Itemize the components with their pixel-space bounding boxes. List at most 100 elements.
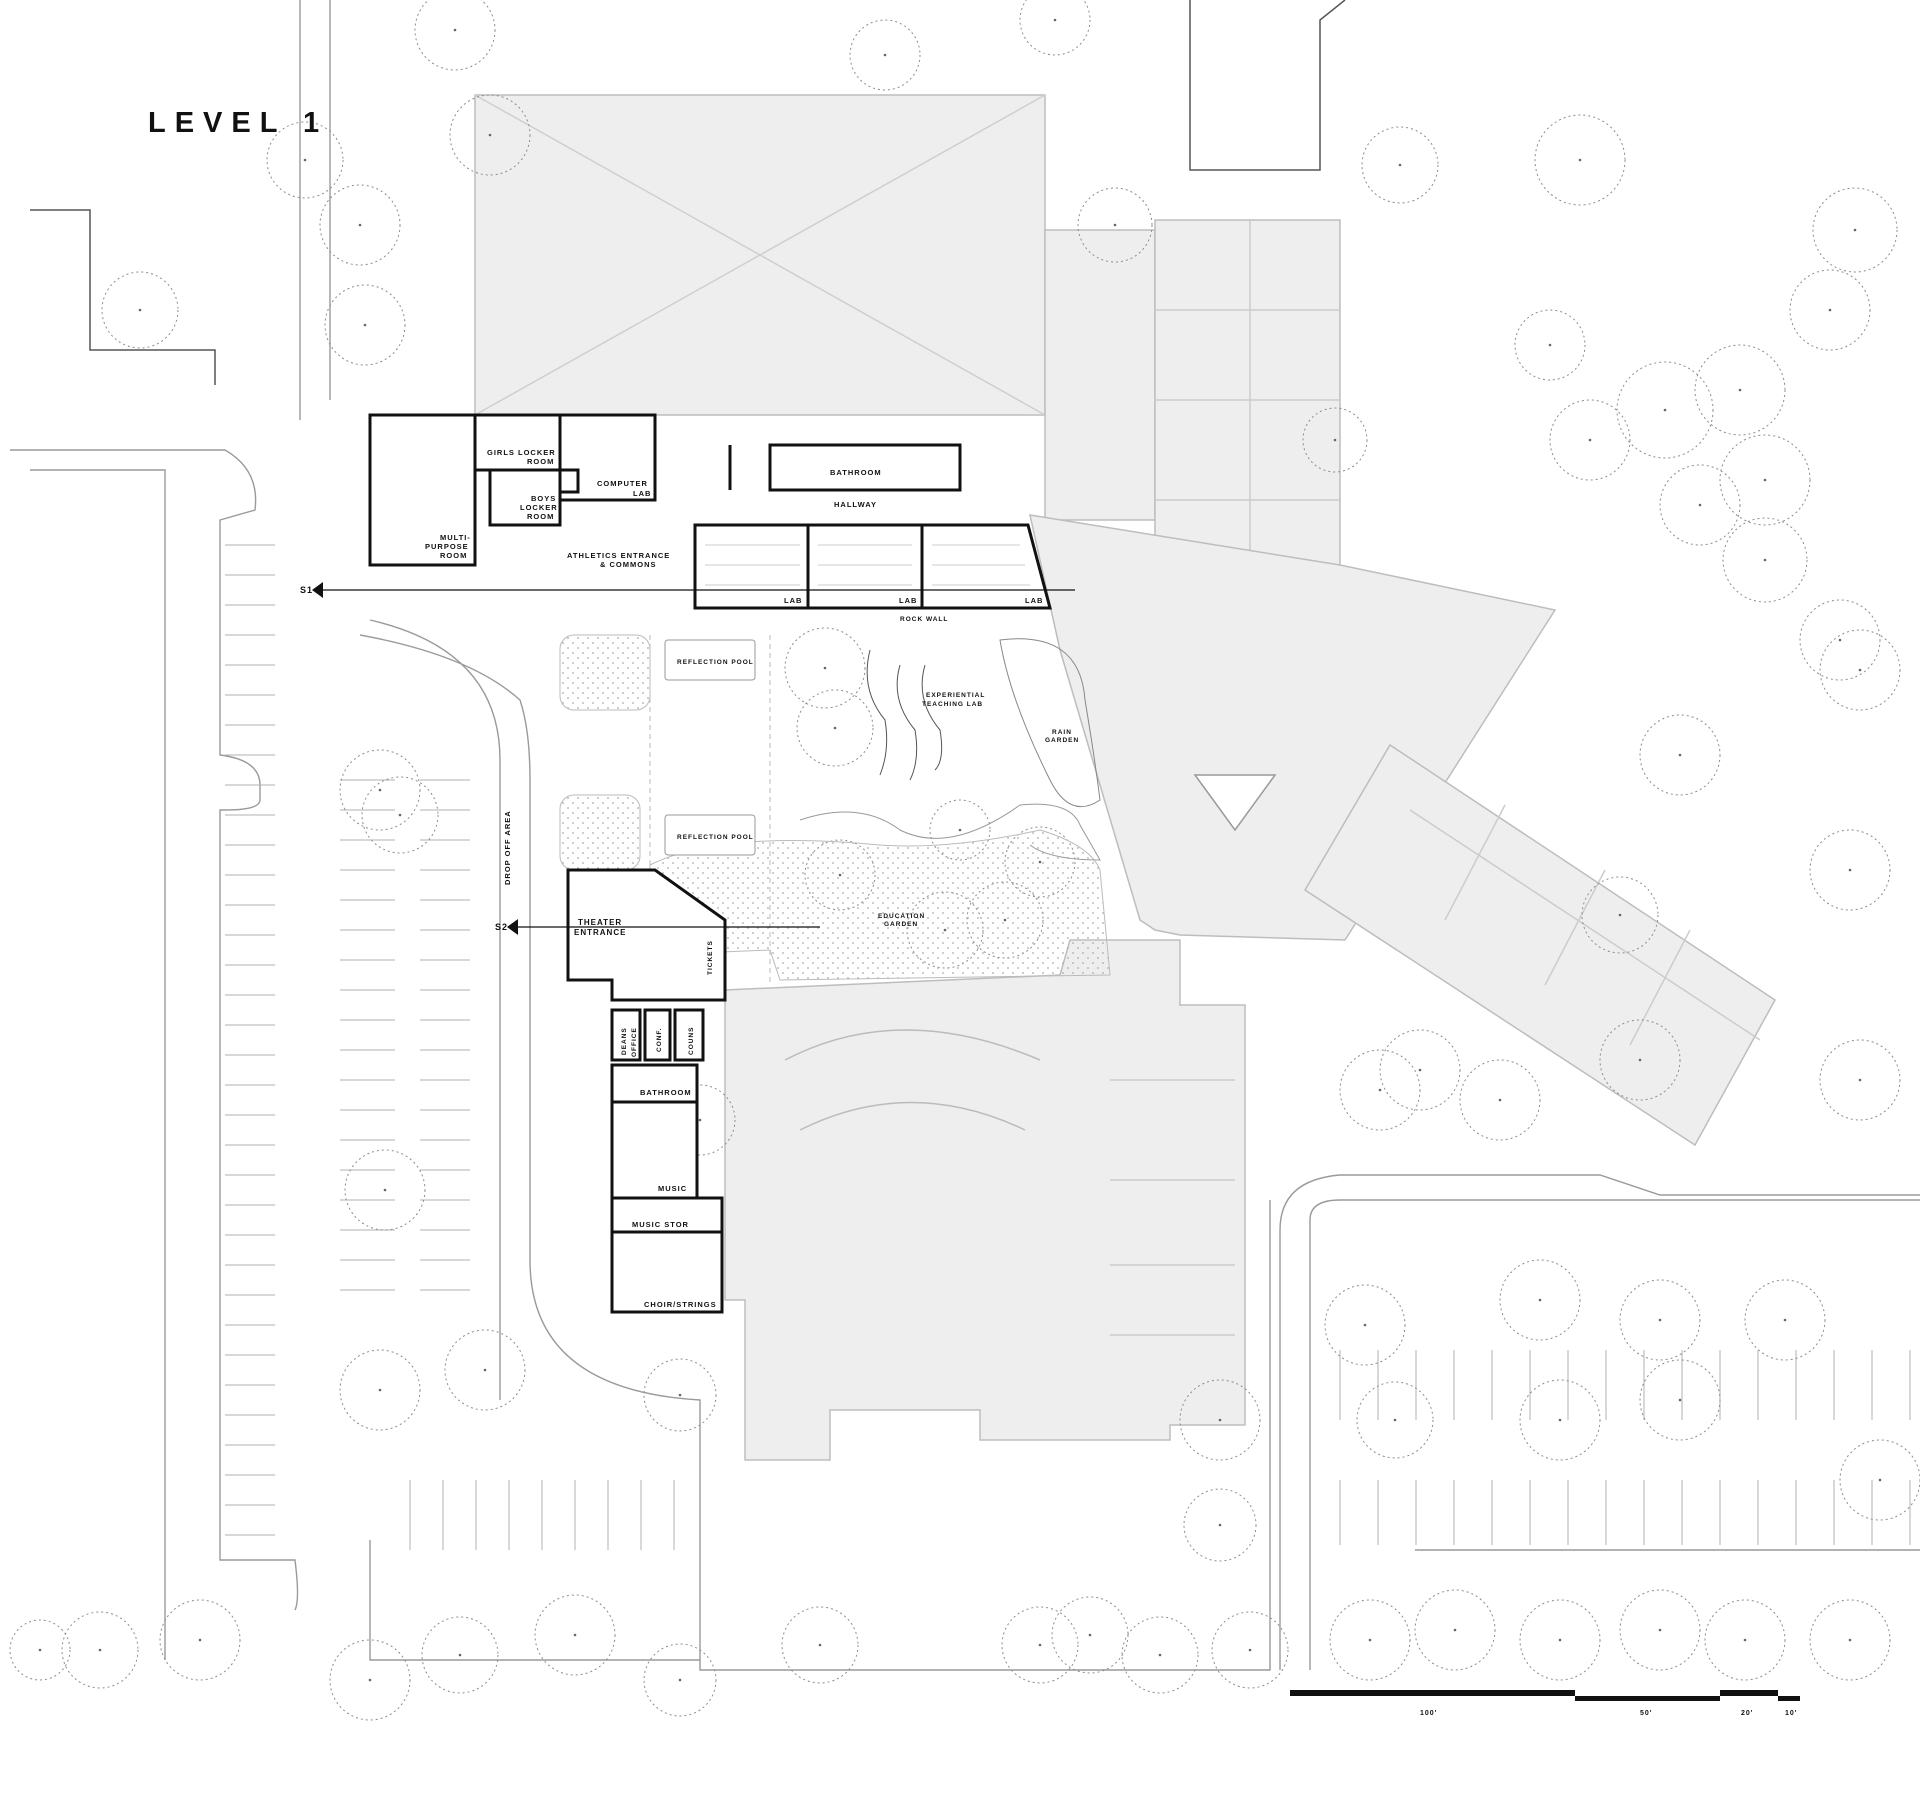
- tree-canopy-icon: [1211, 1611, 1289, 1689]
- tree-canopy-icon: [1819, 629, 1901, 711]
- tree-trunk-icon: [1558, 1638, 1562, 1642]
- tree-trunk-icon: [678, 1678, 682, 1682]
- tree-canopy-icon: [1329, 1599, 1411, 1681]
- experiential-label-2: TEACHING LAB: [922, 701, 983, 708]
- experiential-label-1: EXPERIENTIAL: [926, 692, 985, 699]
- tree-trunk-icon: [1158, 1653, 1162, 1657]
- tree-canopy-icon: [1744, 1279, 1826, 1361]
- scale-label-100: 100': [1420, 1710, 1437, 1717]
- tree-canopy-icon: [1812, 187, 1898, 273]
- tree-canopy-icon: [319, 184, 401, 266]
- tree-canopy-icon: [329, 1639, 411, 1721]
- rock-wall-label: ROCK WALL: [900, 616, 948, 623]
- multipurpose-room: [368, 413, 477, 567]
- education-garden-label-1: EDUCATION: [878, 913, 925, 920]
- tree-trunk-icon: [483, 1368, 487, 1372]
- tree-canopy-icon: [344, 1149, 426, 1231]
- tree-canopy-icon: [1414, 1589, 1496, 1671]
- bathroom-low-room: [610, 1063, 699, 1104]
- boys-locker-room: [488, 468, 562, 527]
- tree-trunk-icon: [1418, 1068, 1422, 1072]
- courtyard: [559, 634, 1111, 985]
- couns-label: COUNS: [688, 1027, 695, 1055]
- tree-trunk-icon: [1558, 1418, 1562, 1422]
- tree-canopy-icon: [9, 1619, 71, 1681]
- tree-canopy-icon: [1789, 269, 1871, 351]
- tree-trunk-icon: [833, 726, 837, 730]
- tree-canopy-icon: [1379, 1029, 1461, 1111]
- tree-canopy-icon: [1719, 434, 1811, 526]
- tree-trunk-icon: [383, 1188, 387, 1192]
- conf-label: CONF.: [656, 1028, 663, 1053]
- tree-trunk-icon: [398, 813, 402, 817]
- tickets-label: TICKETS: [707, 940, 714, 975]
- choir-strings-room: [610, 1230, 724, 1314]
- elevator: [558, 468, 580, 494]
- tree-trunk-icon: [1453, 1628, 1457, 1632]
- boys-locker-label-3: ROOM: [527, 512, 554, 521]
- tree-trunk-icon: [1743, 1638, 1747, 1642]
- music-stor-label: MUSIC STOR: [632, 1220, 689, 1229]
- tree-trunk-icon: [958, 828, 962, 832]
- tree-canopy-icon: [266, 121, 344, 199]
- tree-trunk-icon: [1333, 438, 1337, 442]
- tree-trunk-icon: [1763, 478, 1767, 482]
- tree-trunk-icon: [1368, 1638, 1372, 1642]
- scale-label-50: 50': [1640, 1710, 1652, 1717]
- tree-trunk-icon: [1548, 343, 1552, 347]
- tree-canopy-icon: [643, 1358, 717, 1432]
- tree-canopy-icon: [414, 0, 496, 71]
- tree-trunk-icon: [678, 1393, 682, 1397]
- level-title: LEVEL 1: [148, 107, 328, 139]
- tree-canopy-icon: [643, 1643, 717, 1717]
- scale-label-10: 10': [1785, 1710, 1797, 1717]
- tree-canopy-icon: [1361, 126, 1439, 204]
- new-construction: [368, 413, 1052, 1314]
- tree-trunk-icon: [358, 223, 362, 227]
- girls-locker-label-1: GIRLS LOCKER: [487, 448, 556, 457]
- parking-stripes: [225, 544, 1911, 1550]
- tree-canopy-icon: [339, 749, 421, 831]
- tree-trunk-icon: [453, 28, 457, 32]
- tree-trunk-icon: [1053, 18, 1057, 22]
- tree-trunk-icon: [1393, 1418, 1397, 1422]
- tree-trunk-icon: [1638, 1058, 1642, 1062]
- tree-trunk-icon: [303, 158, 307, 162]
- section-label-s1: S1: [300, 585, 313, 595]
- tree-canopy-icon: [1519, 1599, 1601, 1681]
- deans-label-2: OFFICE: [631, 1027, 638, 1057]
- bathroom-low-label: BATHROOM: [640, 1088, 692, 1097]
- tree-canopy-icon: [1179, 1379, 1261, 1461]
- tree-trunk-icon: [1618, 913, 1622, 917]
- music-label: MUSIC: [658, 1184, 687, 1193]
- tree-canopy-icon: [159, 1599, 241, 1681]
- tree-trunk-icon: [363, 323, 367, 327]
- lab-label-3: LAB: [1025, 596, 1043, 605]
- tree-canopy-icon: [1619, 1589, 1701, 1671]
- tree-canopy-icon: [1001, 1606, 1079, 1684]
- tree-canopy-icon: [361, 776, 439, 854]
- tree-trunk-icon: [1828, 308, 1832, 312]
- computer-lab-label-2: LAB: [633, 489, 651, 498]
- existing-buildings: [30, 0, 1776, 1461]
- girls-locker-label-2: ROOM: [527, 457, 554, 466]
- conf-room: [643, 1008, 672, 1062]
- multipurpose-label-2: PURPOSE: [425, 542, 469, 551]
- tree-canopy-icon: [1183, 1488, 1257, 1562]
- tree-canopy-icon: [1459, 1059, 1541, 1141]
- tree-canopy-icon: [1519, 1379, 1601, 1461]
- deans-office: [610, 1008, 642, 1062]
- tree-trunk-icon: [1088, 1633, 1092, 1637]
- reflection-pool-label-2: REFLECTION POOL: [677, 834, 754, 841]
- tree-canopy-icon: [101, 271, 179, 349]
- reflection-pool-label-1: REFLECTION POOL: [677, 659, 754, 666]
- tree-canopy-icon: [1499, 1259, 1581, 1341]
- tree-canopy-icon: [1619, 1279, 1701, 1361]
- tree-canopy-icon: [1534, 114, 1626, 206]
- tree-trunk-icon: [1783, 1318, 1787, 1322]
- tree-canopy-icon: [324, 284, 406, 366]
- athletics-label-1: ATHLETICS ENTRANCE: [567, 551, 670, 560]
- tree-trunk-icon: [818, 1643, 822, 1647]
- rain-garden-label-2: GARDEN: [1045, 737, 1079, 744]
